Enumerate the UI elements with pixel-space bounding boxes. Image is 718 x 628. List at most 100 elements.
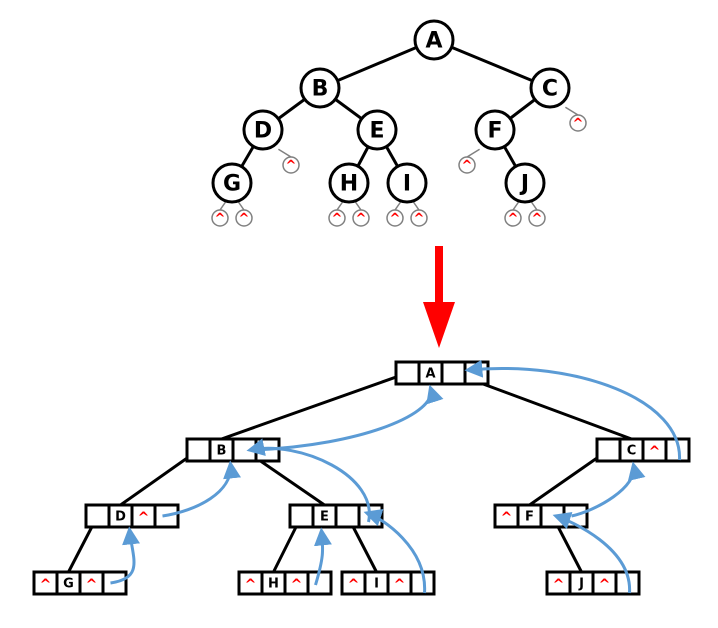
tree-node-B: B [299,67,341,109]
threaded-node-label: H [268,577,279,592]
threaded-node-label: B [217,444,227,459]
null-symbol: ^ [291,577,303,593]
null-symbol: ^ [332,212,343,227]
null-symbol: ^ [348,577,360,593]
threaded-node-C: C^ [595,437,691,463]
threaded-node-G: ^ G ^ [32,570,128,596]
threaded-node-label: G [63,577,74,592]
tree-node-label: E [369,119,384,144]
tree-node-G: G [211,162,253,204]
thread-J-to-F [552,512,632,594]
transform-arrow [423,246,455,348]
tree-node-I: I [386,162,428,204]
threaded-node-label: I [374,577,379,592]
tree-node-J: J [504,162,546,204]
null-symbol: ^ [414,212,425,227]
null-symbol: ^ [573,117,584,132]
tree-node-label: A [425,29,442,54]
tree-node-label: F [487,119,502,144]
tree-node-A: A [413,19,455,61]
node-cell-link [334,503,361,529]
null-symbol: ^ [215,212,226,227]
tree-node-E: E [356,109,398,151]
tree-nodes: A B C D E F G H I J [211,19,571,204]
threaded-node-E: E [288,503,384,529]
null-pointer-I-left: ^ [386,201,404,227]
threaded-node-I: ^ I ^ [340,570,436,596]
null-pointer-G-right: ^ [235,201,253,227]
null-symbol: ^ [649,444,661,460]
node-cell-link [288,503,315,529]
null-symbol: ^ [532,212,543,227]
threaded-node-label: F [525,510,534,525]
null-symbol: ^ [239,212,250,227]
null-pointer-G-left: ^ [211,201,229,227]
threaded-node-label: C [627,444,637,459]
null-pointer-I-right: ^ [410,201,428,227]
threaded-tree-edges [67,371,633,573]
null-pointer-C-right: ^ [565,106,587,132]
tree-node-label: G [223,172,241,197]
tree-null-markers: ^ ^ ^ ^ ^ ^ ^ ^ ^ ^ ^ [211,106,587,227]
threaded-node-A: A^ [394,360,490,386]
null-symbol: ^ [245,577,257,593]
tree-node-D: D [242,109,284,151]
threaded-node-J: ^ J ^ [545,570,641,596]
node-cell-link [84,503,111,529]
null-pointer-H-right: ^ [352,201,370,227]
tree-node-F: F [474,109,516,151]
null-symbol: ^ [599,577,611,593]
null-pointer-J-left: ^ [504,201,522,227]
null-symbol: ^ [86,577,98,593]
threaded-node-label: J [578,577,584,592]
threaded-edge-A-B [220,371,409,441]
tree-node-label: D [254,119,272,144]
threaded-edge-C-F [528,448,610,507]
tree-node-label: J [519,172,529,197]
null-symbol: ^ [286,159,297,174]
null-symbol: ^ [394,577,406,593]
thread-H-to-E [313,527,332,586]
transform-arrow-shaft [435,246,443,304]
thread-B-to-A [253,384,444,452]
node-cell-link [539,503,566,529]
transform-arrow-head [423,302,455,348]
thread-F-to-C [571,461,646,518]
tree-node-label: H [340,172,358,197]
node-cell-link [595,437,622,463]
thread-C-to-A [464,359,682,461]
thread-D-to-B [162,460,241,518]
thread-G-to-D [110,526,140,585]
tree-node-C: C [529,67,571,109]
null-symbol: ^ [501,510,513,526]
edge-A-C [433,38,551,90]
node-cell-link [440,360,467,386]
thread-I-to-E [363,509,427,594]
tree-node-label: C [542,77,558,102]
null-pointer-J-right: ^ [528,201,546,227]
null-symbol: ^ [553,577,565,593]
tree-node-H: H [328,162,370,204]
null-symbol: ^ [40,577,52,593]
threaded-node-H: ^ H ^ [237,570,333,596]
threaded-node-label: E [320,510,329,525]
tree-node-label: I [403,172,411,197]
null-pointer-F-left: ^ [458,148,480,174]
null-symbol: ^ [508,212,519,227]
null-pointer-D-right: ^ [278,148,300,174]
null-pointer-H-left: ^ [328,201,346,227]
node-cell-link [394,360,421,386]
null-symbol: ^ [390,212,401,227]
threaded-node-label: A [425,367,435,382]
threaded-node-label: D [115,510,126,525]
tree-node-label: B [312,77,329,102]
edge-A-B [319,38,435,90]
null-symbol: ^ [356,212,367,227]
null-symbol: ^ [462,159,473,174]
threaded-tree-threads [110,359,682,594]
node-cell-link [185,437,212,463]
null-symbol: ^ [138,510,150,526]
